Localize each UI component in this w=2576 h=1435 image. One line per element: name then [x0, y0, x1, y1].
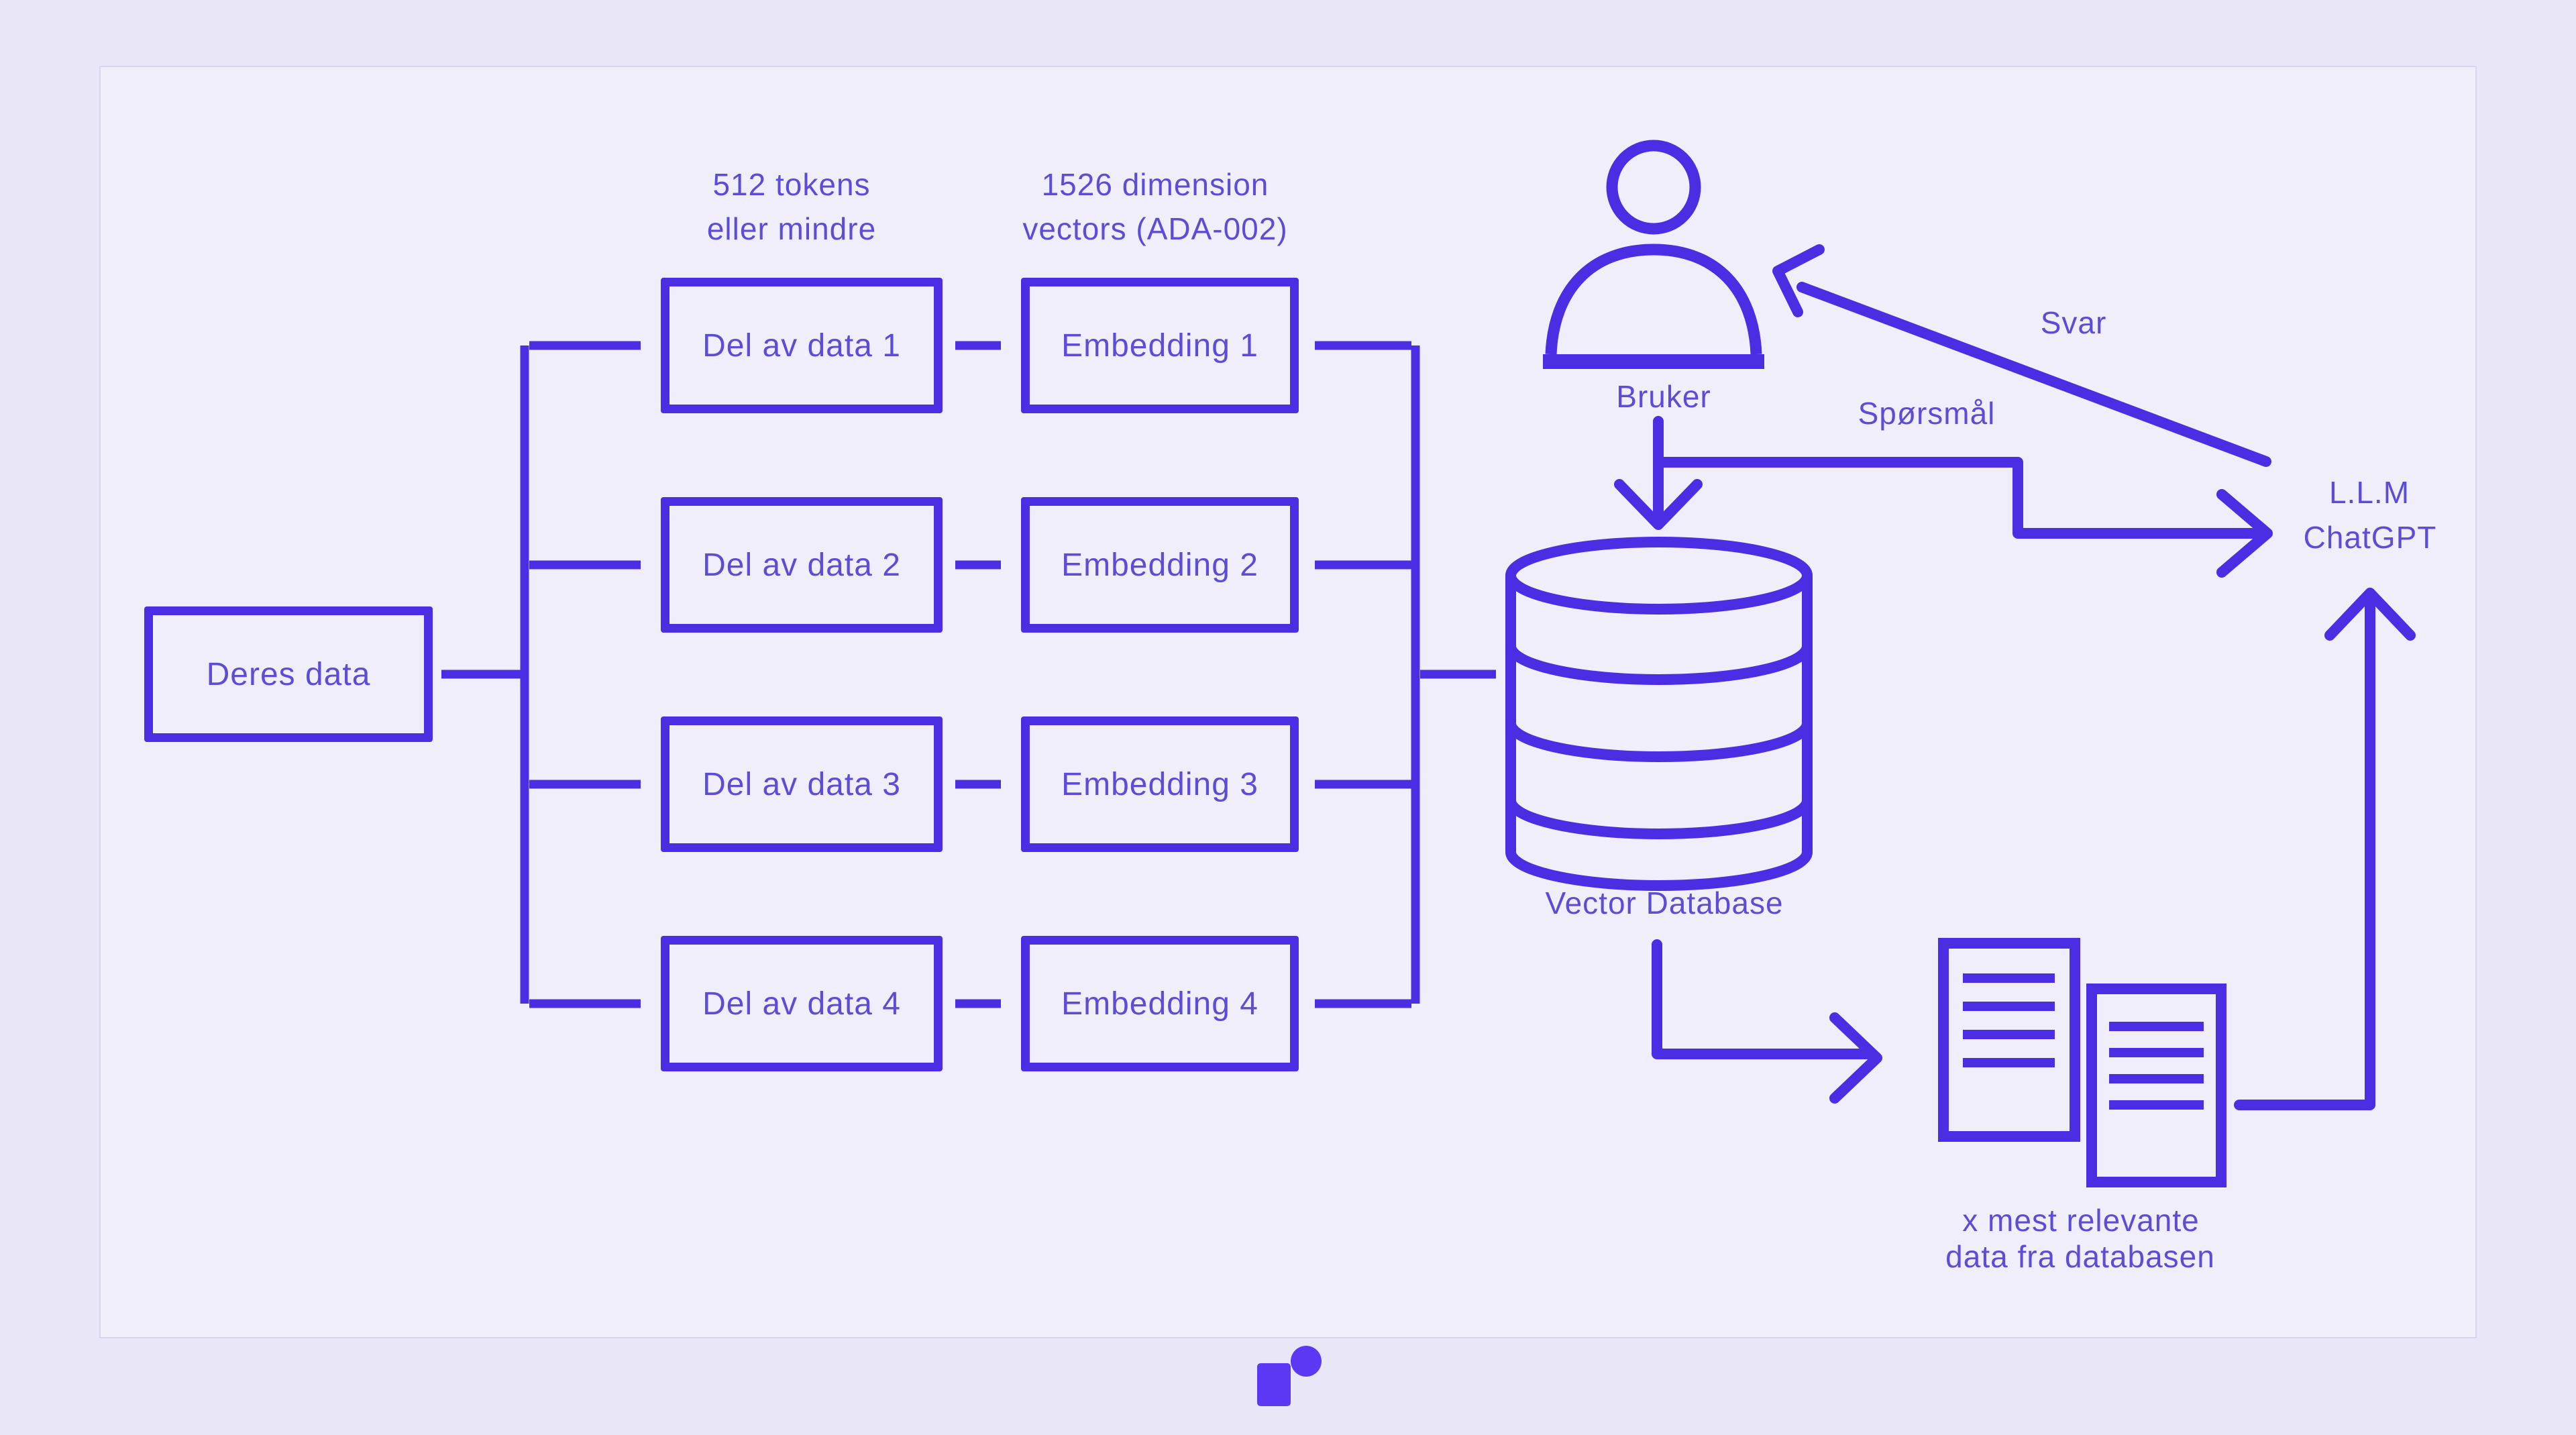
arrow-documents-to-llm	[2234, 588, 2416, 1110]
node-chunk-2: Del av data 2	[661, 497, 943, 633]
arrow-database-to-documents	[1652, 939, 1882, 1104]
node-chunk-3-label: Del av data 3	[702, 766, 901, 802]
node-embedding-3-label: Embedding 3	[1061, 766, 1258, 802]
node-embedding-1: Embedding 1	[1021, 278, 1299, 413]
chunk-annotation-line2: eller mindre	[706, 211, 877, 246]
embedding-annotation-line2: vectors (ADA-002)	[1022, 211, 1288, 246]
chunk-annotation-line1: 512 tokens	[712, 167, 871, 202]
user-label: Bruker	[1616, 379, 1711, 414]
database-icon	[1505, 537, 1813, 891]
node-embedding-4: Embedding 4	[1021, 936, 1299, 1071]
arrow-answer	[1772, 244, 2271, 467]
answer-label: Svar	[2040, 305, 2107, 340]
node-embedding-2-label: Embedding 2	[1061, 547, 1258, 583]
node-source-data: Deres data	[144, 606, 433, 742]
node-chunk-1-label: Del av data 1	[702, 327, 901, 364]
arrow-question	[1653, 457, 2273, 578]
node-chunk-1: Del av data 1	[661, 278, 943, 413]
vector-database-label: Vector Database	[1545, 886, 1784, 920]
llm-label-line1: L.L.M	[2328, 475, 2410, 510]
node-embedding-4-label: Embedding 4	[1061, 986, 1258, 1022]
user-icon	[1543, 140, 1764, 369]
brand-logo	[1257, 1346, 1322, 1406]
node-embedding-3: Embedding 3	[1021, 716, 1299, 852]
node-source-data-label: Deres data	[206, 656, 371, 692]
node-chunk-4-label: Del av data 4	[702, 986, 901, 1022]
question-label: Spørsmål	[1858, 396, 1996, 431]
retrieved-docs-label-line1: x mest relevante	[1962, 1203, 2200, 1238]
node-embedding-2: Embedding 2	[1021, 497, 1299, 633]
connector-lines	[441, 341, 1496, 1008]
node-chunk-2-label: Del av data 2	[702, 547, 901, 583]
node-embedding-1-label: Embedding 1	[1061, 327, 1258, 364]
embedding-annotation-line1: 1526 dimension	[1041, 167, 1269, 202]
node-chunk-3: Del av data 3	[661, 716, 943, 852]
arrow-user-to-database	[1614, 416, 1703, 530]
llm-label-line2: ChatGPT	[2303, 520, 2437, 555]
retrieved-docs-label-line2: data fra databasen	[1945, 1239, 2215, 1274]
node-chunk-4: Del av data 4	[661, 936, 943, 1071]
documents-icon	[1938, 938, 2226, 1187]
